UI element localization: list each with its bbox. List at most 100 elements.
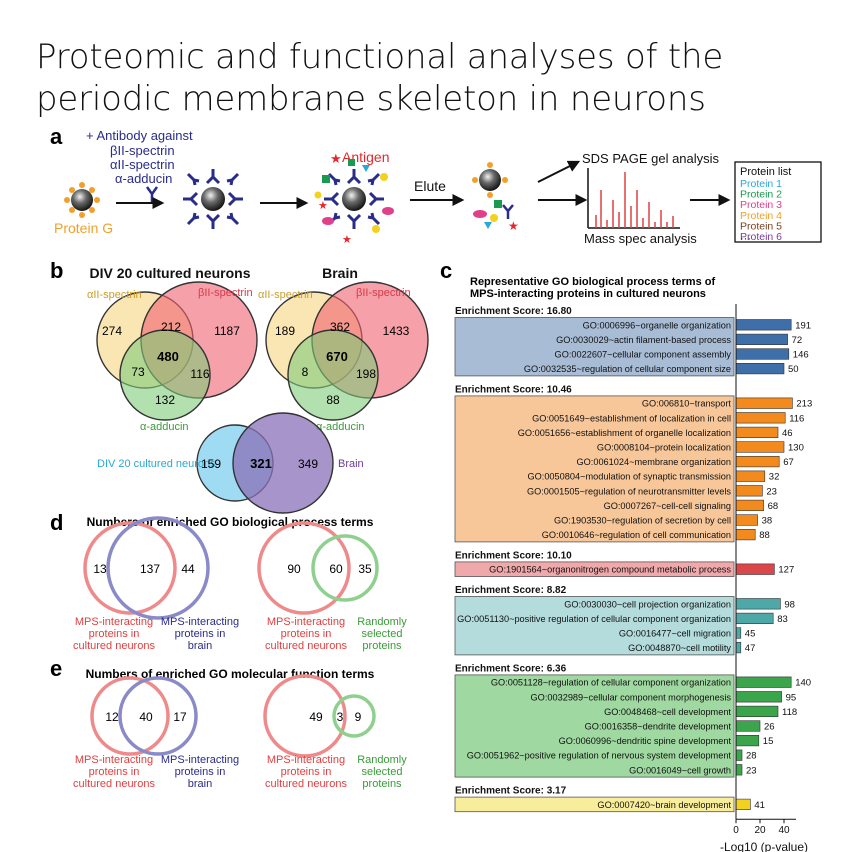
- protein-g-bead: [64, 182, 100, 218]
- go-bar: [735, 426, 779, 439]
- venn-count: 8: [302, 365, 309, 379]
- venn-count: 159: [201, 457, 221, 471]
- venn-count: 35: [358, 562, 372, 576]
- go-bar: [735, 627, 742, 639]
- svg-text:MPS-interacting: MPS-interacting: [75, 754, 153, 766]
- go-bar: [735, 798, 751, 810]
- go-bar: [735, 397, 793, 409]
- venn-label-cultured: MPS-interacting proteins in cultured neu…: [73, 754, 155, 790]
- bead-icon: [201, 187, 225, 211]
- go-bar-count: 127: [778, 565, 794, 576]
- go-term-label: GO:0051649~establishment of localization…: [532, 413, 731, 423]
- go-bar: [735, 676, 792, 688]
- go-term-label: GO:0007420~brain development: [597, 800, 731, 810]
- antigen-triangle-icon: [484, 222, 492, 229]
- protein-g-label: Protein G: [54, 220, 113, 236]
- go-chart-body: Enrichment Score: 16.80GO:0006996~organe…: [454, 304, 812, 852]
- venn-count: 3: [337, 710, 344, 724]
- protein-g-dot: [79, 182, 85, 188]
- enrichment-score-label: Enrichment Score: 8.82: [455, 585, 567, 596]
- panel-b-venn: DIV 20 cultured neurons Brain αII-spectr…: [87, 265, 429, 514]
- go-term-label: GO:006810~transport: [642, 399, 732, 409]
- svg-text:cultured neurons: cultured neurons: [265, 640, 347, 652]
- venn-label-alpha-ii-spectrin: αII-spectrin: [87, 289, 142, 301]
- svg-text:proteins in: proteins in: [89, 628, 140, 640]
- go-bar: [735, 362, 785, 375]
- venn-label-cultured: DIV 20 cultured neurons: [97, 458, 216, 470]
- enrichment-score-label: Enrichment Score: 10.46: [455, 384, 572, 395]
- go-term-label: GO:0060996~dendritic spine development: [559, 736, 732, 746]
- protein-g-dot: [64, 197, 70, 203]
- bead-icon: [342, 187, 366, 211]
- go-bar: [735, 720, 761, 732]
- go-term-label: GO:0051130~positive regulation of cellul…: [457, 614, 731, 624]
- venn-count: 132: [155, 393, 175, 407]
- go-bar-count: 95: [786, 692, 797, 703]
- go-bar-count: 28: [746, 751, 757, 762]
- go-term-label: GO:0006996~organelle organization: [583, 320, 731, 330]
- protein-g-dot: [89, 187, 95, 193]
- venn-count: 60: [329, 562, 343, 576]
- antigen-triangle-icon: [362, 165, 370, 172]
- venn-count: 349: [298, 457, 318, 471]
- venn-count: 1187: [214, 324, 240, 338]
- panel-d-venn: Numbers of enriched GO biological proces…: [73, 515, 407, 652]
- protein-list-item: Protein 2: [740, 189, 782, 201]
- go-bar-count: 23: [746, 765, 757, 776]
- go-bar: [735, 749, 743, 761]
- antibody-beta-ii-spectrin: βII-spectrin: [110, 143, 175, 158]
- svg-text:cultured neurons: cultured neurons: [265, 778, 347, 790]
- venn-count: 9: [355, 710, 362, 724]
- venn-count: 274: [102, 324, 122, 338]
- eluted-proteins: ★: [472, 162, 519, 233]
- antibody-icon: [183, 169, 243, 229]
- protein-list-item: Protein 6: [740, 231, 782, 243]
- go-term-label: GO:0051962~positive regulation of nervou…: [467, 751, 732, 761]
- venn-label-alpha-adducin: α-adducin: [140, 421, 189, 433]
- antibody-icon: [145, 186, 159, 202]
- venn-comparison: DIV 20 cultured neurons Brain 159 321 34…: [97, 412, 364, 514]
- go-term-label: GO:0016049~cell growth: [629, 765, 731, 775]
- sds-page-label: SDS PAGE gel analysis: [582, 151, 720, 166]
- star-icon: ★: [330, 151, 342, 166]
- go-term-label: GO:0010646~regulation of cell communicat…: [542, 530, 731, 540]
- go-bar-count: 88: [759, 530, 770, 541]
- venn-set-brain: [118, 676, 198, 756]
- panel-c-go-chart: Representative GO biological process ter…: [454, 276, 812, 852]
- venn-set-alpha-adducin: [287, 329, 379, 421]
- venn-count: 12: [105, 710, 119, 724]
- antigen-ellipse-icon: [322, 217, 334, 225]
- panel-a-workflow: Protein G + Antibody against βII-spectri…: [54, 128, 822, 246]
- enrichment-group-band: [454, 561, 735, 577]
- antigen-ellipse-icon: [382, 207, 394, 215]
- go-bar-count: 130: [788, 443, 804, 454]
- venn-count: 670: [326, 349, 348, 364]
- protein-g-dot: [69, 187, 75, 193]
- go-bar: [735, 705, 779, 717]
- panel-label-e: e: [50, 656, 63, 681]
- antibody-icon: [324, 169, 384, 229]
- svg-text:proteins: proteins: [362, 640, 402, 652]
- x-axis-label: -Log10 (p-value): [720, 840, 808, 852]
- antigen-ellipse-icon: [473, 210, 487, 218]
- go-term-label: GO:1901564~organonitrogen compound metab…: [489, 565, 731, 575]
- svg-text:Randomly: Randomly: [357, 616, 407, 628]
- svg-text:cultured neurons: cultured neurons: [73, 778, 155, 790]
- venn-label-beta-ii-spectrin: βII-spectrin: [356, 287, 411, 299]
- venn-count: 116: [190, 367, 209, 381]
- antigen-dot-icon: [314, 191, 322, 199]
- enrichment-score-label: Enrichment Score: 6.36: [455, 663, 567, 674]
- enrichment-group-band: [454, 395, 735, 543]
- go-bar: [735, 764, 743, 776]
- svg-text:selected: selected: [362, 628, 403, 640]
- go-bar-count: 67: [783, 457, 794, 468]
- go-term-label: GO:0016477~cell migration: [619, 629, 731, 639]
- panel-label-d: d: [50, 510, 64, 535]
- svg-text:selected: selected: [362, 766, 403, 778]
- go-bar-count: 15: [763, 736, 774, 747]
- go-term-label: GO:0051656~establishment of organelle lo…: [518, 428, 731, 438]
- go-bar: [735, 333, 788, 346]
- go-bar-count: 38: [762, 516, 773, 527]
- venn-count: 137: [140, 562, 160, 576]
- svg-text:proteins in: proteins in: [89, 766, 140, 778]
